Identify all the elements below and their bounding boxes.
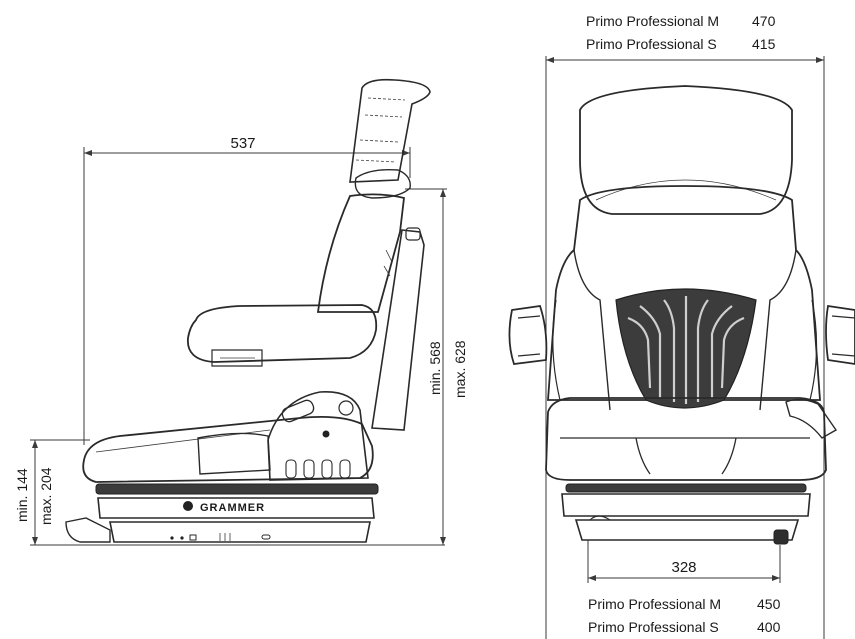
- depth-label: 537: [230, 135, 255, 152]
- side-suspension-base: GRAMMER: [65, 483, 379, 543]
- depth-dimension: 537: [83, 135, 411, 445]
- front-armrests: [508, 304, 855, 365]
- side-backrest: [316, 193, 425, 431]
- brand-label: GRAMMER: [200, 502, 265, 514]
- back-height-min-label: min. 568: [427, 341, 443, 395]
- side-armrest: [187, 304, 378, 367]
- side-view: 537 min. 568 max. 628 min. 144 max. 204: [14, 78, 468, 546]
- bottom-model-m-name: Primo Professional M: [588, 596, 721, 612]
- front-headrest: [579, 85, 793, 215]
- bottom-model-m-value: 450: [757, 596, 781, 612]
- side-seat-cushion: [82, 415, 374, 483]
- front-seat-cushion: [545, 397, 827, 481]
- bottom-model-s-value: 400: [757, 619, 781, 635]
- seat-height-max-label: max. 204: [38, 467, 54, 525]
- top-model-m-value: 470: [752, 13, 776, 29]
- side-control-panel: [267, 391, 369, 481]
- top-width-labels: Primo Professional M 470 Primo Professio…: [586, 13, 776, 52]
- side-headrest: [349, 78, 431, 199]
- base-width-dimension: 328: [587, 540, 781, 583]
- top-model-s-value: 415: [752, 36, 776, 52]
- back-height-max-label: max. 628: [452, 340, 468, 398]
- bottom-model-s-name: Primo Professional S: [588, 619, 719, 635]
- front-backrest: [547, 185, 821, 401]
- seat-height-min-label: min. 144: [14, 468, 30, 522]
- seat-height-dimension: min. 144 max. 204: [14, 439, 445, 546]
- top-model-m-name: Primo Professional M: [586, 13, 719, 29]
- front-view: Primo Professional M 470 Primo Professio…: [508, 13, 855, 639]
- top-model-s-name: Primo Professional S: [586, 36, 717, 52]
- bottom-width-labels: Primo Professional M 450 Primo Professio…: [588, 596, 781, 635]
- base-width-label: 328: [671, 559, 696, 576]
- back-height-dimension: min. 568 max. 628: [405, 188, 468, 545]
- front-suspension-base: [561, 483, 811, 545]
